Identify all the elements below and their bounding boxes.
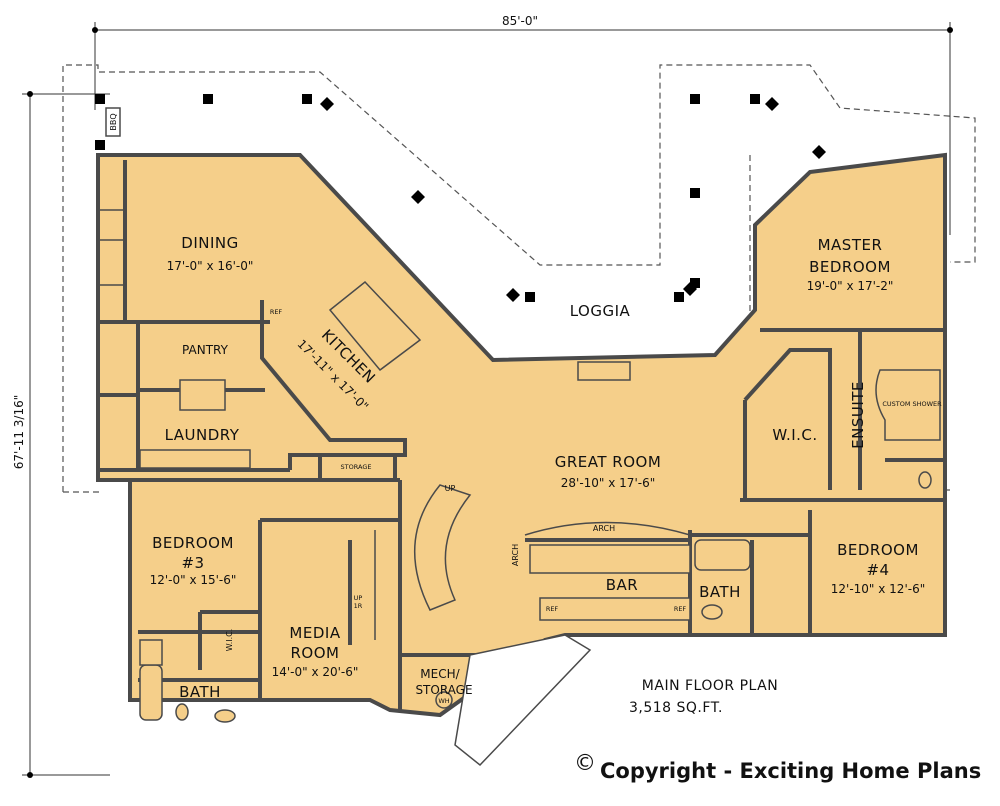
shower-left bbox=[139, 639, 163, 666]
bar-arch-label: ARCH bbox=[593, 524, 615, 533]
plan-title: MAIN FLOOR PLAN bbox=[642, 678, 778, 694]
bedroom3-size: 12'-0" x 15'-6" bbox=[150, 573, 237, 587]
curved-staircase bbox=[413, 484, 472, 611]
copyright-symbol: © bbox=[574, 751, 596, 776]
fixtures bbox=[139, 280, 941, 767]
pantry-name: PANTRY bbox=[182, 343, 229, 357]
overall-width-dimension: 85'-0" bbox=[502, 14, 538, 28]
great-room-size: 28'-10" x 17'-6" bbox=[561, 476, 655, 490]
columns bbox=[95, 94, 826, 302]
kitchen-island bbox=[328, 280, 422, 372]
bedroom4-name-line1: BEDROOM bbox=[837, 541, 919, 559]
custom-shower-label: CUSTOM SHOWER bbox=[882, 400, 942, 408]
bar-counter bbox=[529, 544, 691, 574]
room-labels: DINING 17'-0" x 16'-0" KITCHEN 17'-11" x… bbox=[150, 234, 943, 705]
bbq-label: BBQ bbox=[109, 113, 118, 130]
kitchen-ref-label: REF bbox=[270, 308, 283, 316]
water-heater-label: WH bbox=[438, 697, 449, 705]
dining-size: 17'-0" x 16'-0" bbox=[167, 259, 254, 273]
sink bbox=[701, 604, 723, 620]
dimension-lines: 85'-0" 67'-11 3/16" bbox=[12, 14, 953, 778]
bedroom3-wic-name: W.I.C. bbox=[225, 629, 234, 652]
master-name-line1: MASTER bbox=[818, 236, 883, 254]
rear-patio bbox=[454, 634, 592, 767]
mech-name-line1: MECH/ bbox=[420, 667, 460, 681]
bedroom4-size: 12'-10" x 12'-6" bbox=[831, 582, 925, 596]
left-bath-name: BATH bbox=[179, 683, 221, 701]
media-size: 14'-0" x 20'-6" bbox=[272, 665, 359, 679]
fireplace bbox=[577, 361, 631, 381]
media-up-line2: 1R bbox=[354, 602, 363, 610]
dining-name: DINING bbox=[181, 234, 238, 252]
media-up-line1: UP bbox=[354, 594, 363, 602]
bedroom3-name-line2: #3 bbox=[181, 554, 204, 572]
plan-area: 3,518 SQ.FT. bbox=[629, 700, 723, 716]
master-wic-name: W.I.C. bbox=[772, 426, 817, 444]
bar-name: BAR bbox=[606, 576, 638, 594]
master-name-line2: BEDROOM bbox=[809, 258, 891, 276]
custom-shower bbox=[875, 369, 941, 441]
mech-name-line2: STORAGE bbox=[415, 683, 472, 697]
interior-walls bbox=[98, 160, 945, 710]
bathtub bbox=[694, 539, 751, 571]
great-room-name: GREAT ROOM bbox=[555, 453, 662, 471]
bathtub-left bbox=[139, 664, 163, 721]
toilet-left bbox=[175, 703, 189, 721]
pantry-shelving bbox=[179, 379, 226, 411]
media-name-line2: ROOM bbox=[291, 644, 340, 662]
ensuite-name: ENSUITE bbox=[849, 381, 867, 449]
laundry-counter bbox=[139, 449, 251, 469]
loggia-name: LOGGIA bbox=[570, 302, 631, 320]
stair-up-label: UP bbox=[445, 484, 456, 493]
bedroom4-name-line2: #4 bbox=[866, 561, 889, 579]
overall-depth-dimension: 67'-11 3/16" bbox=[12, 395, 26, 469]
arch-line bbox=[524, 521, 691, 536]
bbq bbox=[105, 107, 121, 137]
storage-name: STORAGE bbox=[341, 463, 372, 471]
laundry-name: LAUNDRY bbox=[165, 426, 240, 444]
house-footprint bbox=[96, 152, 947, 718]
water-heater bbox=[435, 691, 453, 709]
toilet-ensuite bbox=[918, 471, 932, 489]
center-bath-name: BATH bbox=[699, 583, 741, 601]
bar-ref-right: REF bbox=[674, 605, 687, 613]
media-name-line1: MEDIA bbox=[289, 624, 340, 642]
bar-back-counter bbox=[539, 597, 691, 621]
bar-ref-left: REF bbox=[546, 605, 559, 613]
master-size: 19'-0" x 17'-2" bbox=[807, 279, 894, 293]
copyright-text: Copyright - Exciting Home Plans bbox=[600, 759, 981, 783]
sink-left bbox=[214, 709, 236, 723]
bedroom3-name-line1: BEDROOM bbox=[152, 534, 234, 552]
bar-side-arch-label: ARCH bbox=[511, 544, 520, 566]
